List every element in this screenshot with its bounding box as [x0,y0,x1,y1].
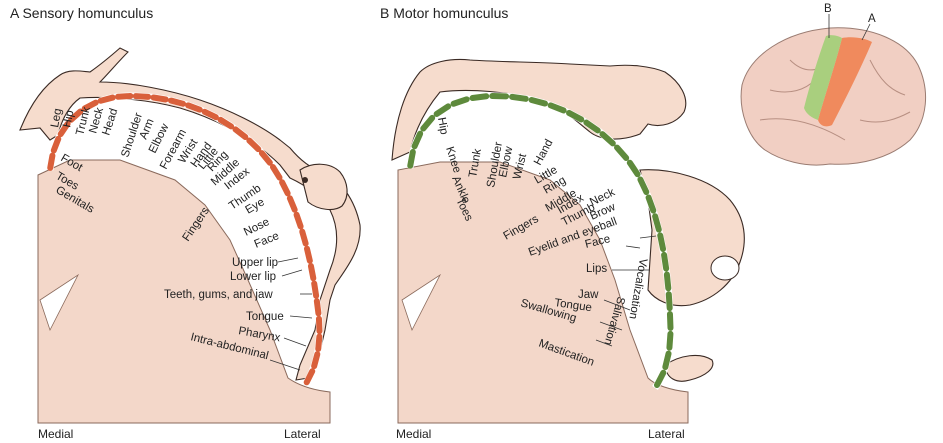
motor-label-hand: Hand [532,137,556,167]
sensory-title: A Sensory homunculus [10,5,153,21]
motor-label-tongue: Tongue [554,297,593,314]
motor-ventricle [401,273,442,332]
motor-segment-15 [626,159,641,178]
motor-segment-9 [528,97,549,107]
motor-segment-22 [665,291,673,312]
sensory-segment-8 [132,93,152,100]
sensory-medial-label: Medial [38,427,73,441]
sensory-panel: A Sensory homunculus Leg Hip Trunk Neck … [10,5,361,441]
motor-segment-18 [652,213,662,233]
motor-segment-25 [662,350,672,371]
sensory-segment-6 [97,94,116,104]
motor-label-vocalization: Vocalization [626,257,648,320]
motor-segment-16 [637,176,650,196]
sensory-segment-13 [217,116,235,130]
motor-segment-2 [411,130,424,150]
motor-segment-26 [654,369,667,389]
sensory-homunculus-body [19,47,361,381]
motor-label-hip: Hip [435,116,450,135]
motor-label-jaw: Jaw [578,289,599,301]
motor-label-trunk: Trunk [467,148,484,179]
sensory-segment-17 [269,164,283,181]
sensory-segment-16 [258,150,273,166]
sensory-segment-10 [167,97,187,107]
sensory-segment-18 [279,179,291,197]
motor-segment-1 [407,149,416,169]
inset-label-b: B [824,3,832,15]
motor-label-lips: Lips [586,263,607,275]
motor-segment-14 [614,144,630,161]
sensory-eye-mark [302,177,308,183]
motor-title: B Motor homunculus [380,5,508,21]
motor-segment-13 [599,131,616,147]
sensory-segment-4 [68,108,84,123]
motor-medial-label: Medial [396,427,431,441]
motor-segment-23 [666,311,674,331]
brain-inset: B A [740,3,927,166]
sensory-segment-14 [232,126,249,141]
motor-homunculus-arm [391,58,687,161]
sensory-tissue [37,159,331,424]
sensory-label-leg: Leg [49,108,64,129]
sensory-leader-lines [269,257,313,371]
motor-segment-24 [666,330,674,351]
sensory-segment-25 [313,298,322,317]
sensory-segment-2 [50,135,62,154]
inset-label-a: A [868,13,876,25]
sensory-segment-29 [303,368,316,386]
motor-segment-4 [433,103,452,117]
motor-tissue [397,161,689,424]
motor-segment-8 [509,93,529,102]
motor-segment-11 [566,109,585,123]
sensory-segment-5 [81,99,99,112]
motor-segment-12 [583,119,601,134]
sensory-segment-20 [293,211,304,230]
sensory-segment-23 [307,263,317,282]
motor-segment-17 [645,194,657,214]
motor-segment-3 [420,114,436,132]
motor-homunculus-head [639,169,745,307]
sensory-label-teeth: Teeth, gums, and jaw [164,289,273,301]
motor-leader-lines [595,235,657,347]
sensory-lateral-label: Lateral [284,427,321,441]
sensory-segment-21 [299,228,309,247]
sensory-segment-26 [315,315,323,335]
motor-lateral-label: Lateral [648,427,685,441]
sensory-segment-22 [303,245,313,264]
sensory-label-upper-lip: Upper lip [232,257,278,269]
sensory-segment-28 [311,351,321,370]
sensory-cortex-segments [47,93,323,386]
sensory-homunculus-head [299,163,348,211]
inset-region-a [818,37,872,127]
motor-cortex-segments [407,93,674,389]
sensory-segment-11 [185,102,203,113]
sensory-segment-9 [150,94,169,103]
brain-sulci [759,59,911,141]
sensory-label-lower-lip: Lower lip [230,271,276,283]
sensory-segment-1 [47,152,56,171]
sensory-label-hip: Hip [61,109,76,128]
motor-segment-20 [661,251,670,272]
sensory-segment-7 [115,93,134,100]
motor-segment-6 [469,93,490,102]
sensory-ventricle [39,273,80,332]
sensory-label-tongue: Tongue [246,311,284,323]
motor-segment-10 [547,102,567,114]
motor-segment-21 [663,271,672,292]
sensory-segment-27 [315,333,323,352]
sensory-segment-19 [286,195,298,213]
sensory-segment-24 [311,280,320,299]
motor-mouth [710,255,740,281]
sensory-segment-15 [246,137,262,153]
sensory-segment-3 [57,120,71,138]
inset-region-b [804,35,842,121]
motor-segment-5 [450,96,470,107]
motor-panel: B Motor homunculus Hip Knee Ankle Toes T… [380,5,745,441]
motor-segment-19 [657,232,667,253]
motor-homunculus-tongue [664,354,714,382]
sensory-segment-12 [201,108,219,121]
inset-leader-a [861,23,871,41]
